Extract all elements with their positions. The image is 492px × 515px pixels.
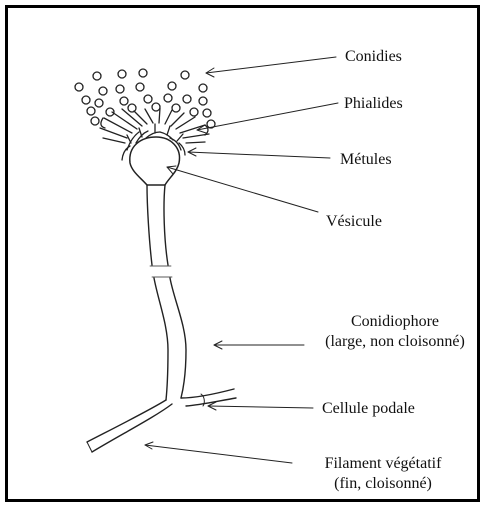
pointer-arrows xyxy=(145,57,338,463)
label-filament: Filament végétatif (fin, cloisonné) xyxy=(298,454,468,494)
label-conidiophore-line1: Conidiophore xyxy=(310,312,480,332)
label-conidiophore-line2: (large, non cloisonné) xyxy=(310,332,480,352)
label-filament-line2: (fin, cloisonné) xyxy=(298,474,468,494)
vesicle-shape xyxy=(130,137,180,185)
label-conidies: Conidies xyxy=(345,47,402,67)
label-phialides: Phialides xyxy=(344,94,403,114)
label-filament-line1: Filament végétatif xyxy=(298,454,468,474)
label-metules: Métules xyxy=(340,150,392,170)
label-conidiophore: Conidiophore (large, non cloisonné) xyxy=(310,312,480,352)
label-cellule-podale: Cellule podale xyxy=(322,399,415,419)
label-vesicule: Vésicule xyxy=(326,212,382,232)
vegetative-filament xyxy=(87,389,236,452)
conidiophore-stalk xyxy=(147,185,186,400)
conidia-group xyxy=(75,69,215,128)
